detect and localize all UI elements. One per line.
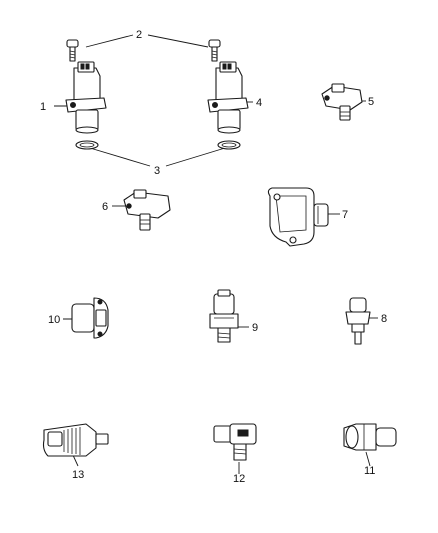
callout-1: 1 [40,101,46,113]
callout-13: 13 [72,469,84,481]
bolt-right [208,39,221,62]
callout-2: 2 [136,29,142,41]
callout-6: 6 [102,201,108,213]
oil-pressure-switch [343,423,397,451]
side-mount-sensor [71,297,109,339]
flange-sensor [267,187,329,247]
o-ring-left [75,140,99,150]
callout-9: 9 [252,322,258,334]
temperature-sensor [345,297,371,345]
bolt-left [66,39,79,62]
speed-sensor [213,423,257,461]
callout-8: 8 [381,313,387,325]
crankshaft-sensor [42,423,109,457]
callout-labels: 2 1 4 5 3 6 7 10 9 8 13 12 11 [40,29,387,485]
camshaft-sensor-left [65,61,107,134]
callout-5: 5 [368,96,374,108]
camshaft-sensor-right [207,61,249,134]
callout-3: 3 [154,165,160,177]
boost-sensor [123,189,171,231]
map-sensor [321,83,363,121]
callout-12: 12 [233,473,245,485]
callout-11: 11 [364,465,375,477]
callout-7: 7 [342,209,348,221]
pressure-sensor [209,289,239,343]
o-ring-right [217,140,241,150]
callout-10: 10 [48,314,60,326]
callout-4: 4 [256,97,262,109]
